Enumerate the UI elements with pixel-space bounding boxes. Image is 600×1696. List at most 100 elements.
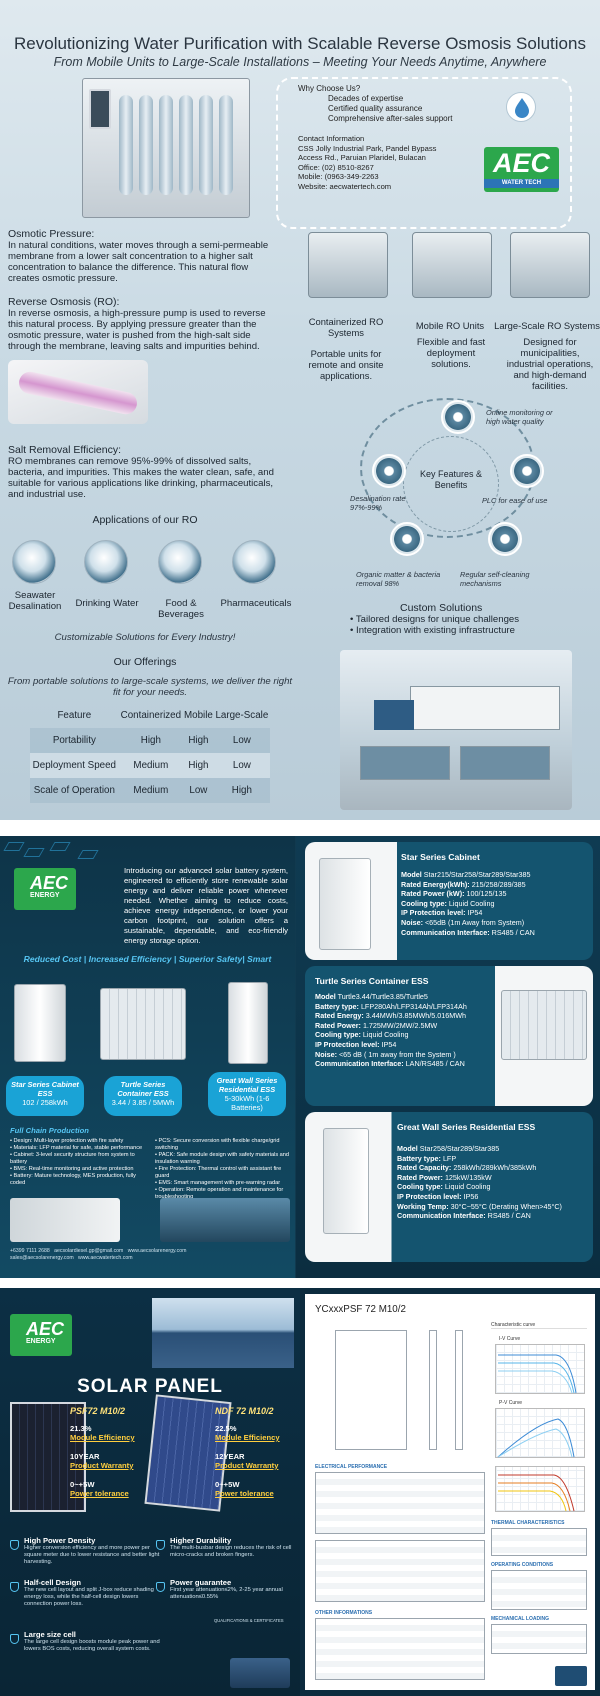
solar-left-panel: AEC ENERGY SOLAR PANEL PSF72 M10/2 21.3%… — [0, 1288, 300, 1696]
energy-storage-brochure: AEC ENERGY Introducing our advanced sola… — [0, 836, 600, 1278]
panel-name: NDF 72 M10/2 — [215, 1406, 274, 1416]
datasheet-model: YCxxxPSF 72 M10/2 — [315, 1304, 406, 1315]
solar-panel-brochure: AEC ENERGY SOLAR PANEL PSF72 M10/2 21.3%… — [0, 1288, 600, 1696]
large-scale-ro-image — [510, 232, 590, 298]
module-side-drawing — [429, 1330, 437, 1450]
pv-label: P-V Curve — [499, 1400, 523, 1406]
osmotic-text: In natural conditions, water moves throu… — [8, 240, 269, 284]
feature-block: High Power Density Higher conversion eff… — [24, 1536, 160, 1565]
turtle-series-pill: Turtle Series Container ESS 3.44 / 3.85 … — [104, 1076, 182, 1116]
custom-item: • Integration with existing infrastructu… — [350, 625, 515, 636]
contact-heading: Contact Information — [298, 134, 365, 143]
key-features-label: Key Features & Benefits — [403, 436, 499, 532]
great-wall-card: Great Wall Series Residential ESS Model … — [305, 1112, 593, 1262]
ro-text: In reverse osmosis, a high-pressure pump… — [8, 308, 266, 352]
star-cabinet-image — [319, 858, 371, 950]
ndf72-info: NDF 72 M10/2 22.5% Module Efficiency 12Y… — [215, 1406, 299, 1498]
datasheet-page: YCxxxPSF 72 M10/2 Characteristic curve I… — [305, 1294, 595, 1690]
iv-label: I-V Curve — [499, 1336, 521, 1342]
installation-image — [160, 1198, 290, 1242]
contact-line: Mobile: (0963-349-2263 — [298, 172, 379, 181]
product-title: Containerized RO Systems — [308, 316, 384, 338]
aec-energy-logo: AEC ENERGY — [14, 868, 76, 910]
application-label: Drinking Water — [75, 598, 139, 609]
salt-heading: Salt Removal Efficiency: — [8, 444, 122, 456]
ess-left-panel: AEC ENERGY Introducing our advanced sola… — [0, 836, 295, 1278]
mobile-ro-image — [412, 232, 492, 298]
table-cell: High — [118, 728, 184, 753]
contact-line: Office: (02) 8510-8267 — [298, 162, 374, 172]
product-desc: Designed for municipalities, industrial … — [506, 336, 594, 391]
table-row: Scale of Operation Medium Low High — [30, 778, 270, 803]
pill-name: Turtle Series Container ESS — [117, 1080, 169, 1098]
fc-item: • PACK: Safe module design with safety m… — [155, 1152, 289, 1165]
battery-products-image — [10, 1198, 120, 1242]
table-cell: Low — [183, 778, 214, 803]
contact-line: Website: aecwatertech.com — [298, 181, 392, 191]
table-cell: Medium — [118, 778, 184, 803]
table-cell: Medium — [118, 753, 184, 778]
custom-list: • Tailored designs for unique challenges… — [350, 614, 519, 636]
table-header: Containerized — [120, 709, 182, 721]
ro-subtitle: From Mobile Units to Large-Scale Install… — [53, 55, 547, 69]
customizable-text: Customizable Solutions for Every Industr… — [54, 632, 236, 643]
feature-label: Online monitoring or high water quality — [486, 408, 553, 426]
shield-icon — [10, 1582, 19, 1592]
shield-icon — [10, 1634, 19, 1644]
drinking-water-icon — [84, 540, 128, 584]
pill-value: 5-30kWh (1-6 Batteries) — [224, 1094, 270, 1112]
fc-item: • Materials: LFP material for safe, stab… — [10, 1145, 143, 1151]
gear-icon — [372, 454, 406, 488]
logo-sub: ENERGY — [30, 892, 60, 899]
table-cell: Portability — [30, 728, 119, 753]
ro-truck-image — [340, 650, 572, 810]
salt-text: RO membranes can remove 95%-99% of disso… — [8, 456, 274, 500]
qualifications-label: QUALIFICATIONS & CERTIFICATES — [214, 1618, 284, 1623]
table-cell: High — [213, 778, 270, 803]
panel-name: PSF72 M10/2 — [70, 1406, 126, 1416]
why-heading: Why Choose Us? — [298, 84, 361, 93]
feature-label: Organic matter & bacteria removal 98% — [356, 570, 441, 588]
application-label: Pharmaceuticals — [220, 598, 292, 609]
fc-item: • Fire Protection: Thermal control with … — [155, 1166, 282, 1179]
seawater-icon — [12, 540, 56, 584]
operating-table — [491, 1570, 587, 1610]
temp-curve-chart — [495, 1466, 585, 1512]
fc-item: • Operation: Remote operation and mainte… — [155, 1187, 284, 1200]
thermal-table — [491, 1528, 587, 1556]
table-header: Feature — [57, 709, 92, 721]
star-series-pill: Star Series Cabinet ESS 102 / 258kWh — [6, 1076, 84, 1116]
electrical-table — [315, 1472, 485, 1534]
table-cell: Deployment Speed — [30, 753, 119, 778]
fc-item: • Cabinet: 3-level security structure fr… — [10, 1152, 135, 1165]
turtle-container-image — [100, 988, 186, 1060]
why-choose-box — [276, 77, 572, 229]
pv-curve-chart — [495, 1408, 585, 1458]
ess-intro: Introducing our advanced solar battery s… — [124, 866, 288, 945]
osmotic-heading: Osmotic Pressure: — [8, 228, 95, 240]
ess-right-panel: Star Series Cabinet Model Star215/Star25… — [296, 836, 600, 1278]
module-front-drawing — [335, 1330, 407, 1450]
applications-heading: Applications of our RO — [92, 514, 198, 526]
full-chain-heading: Full Chain Production — [10, 1126, 89, 1135]
contact-info: Contact Information CSS Jolly Industrial… — [298, 134, 436, 191]
card-specs: Model Star258/Star289/Star385 Battery ty… — [397, 1144, 562, 1221]
fc-item: • Design: Multi-layer protection with fi… — [10, 1138, 124, 1144]
solar-install-image — [230, 1658, 290, 1688]
ro-poster: Revolutionizing Water Purification with … — [0, 0, 600, 820]
pill-name: Star Series Cabinet ESS — [11, 1080, 79, 1098]
psf72-info: PSF72 M10/2 21.3% Module Efficiency 10YE… — [70, 1406, 150, 1498]
monitor-icon — [441, 400, 475, 434]
custom-heading: Custom Solutions — [400, 602, 483, 614]
offerings-heading: Our Offerings — [113, 656, 177, 668]
product-title: Large-Scale RO Systems — [494, 320, 600, 331]
ro-machine-image — [82, 78, 250, 218]
pharmaceuticals-icon — [232, 540, 276, 584]
table-header: Mobile — [183, 709, 213, 721]
module-side-drawing — [455, 1330, 463, 1450]
table-row: Portability High High Low — [30, 728, 270, 753]
feature-block: Half-cell Design The new cell layout and… — [24, 1578, 154, 1607]
characteristic-label: Characteristic curve — [491, 1322, 587, 1329]
fc-item: • BMS: Real-time monitoring and active p… — [10, 1166, 134, 1172]
feature-block: Higher Durability The multi-busbar desig… — [170, 1536, 292, 1558]
